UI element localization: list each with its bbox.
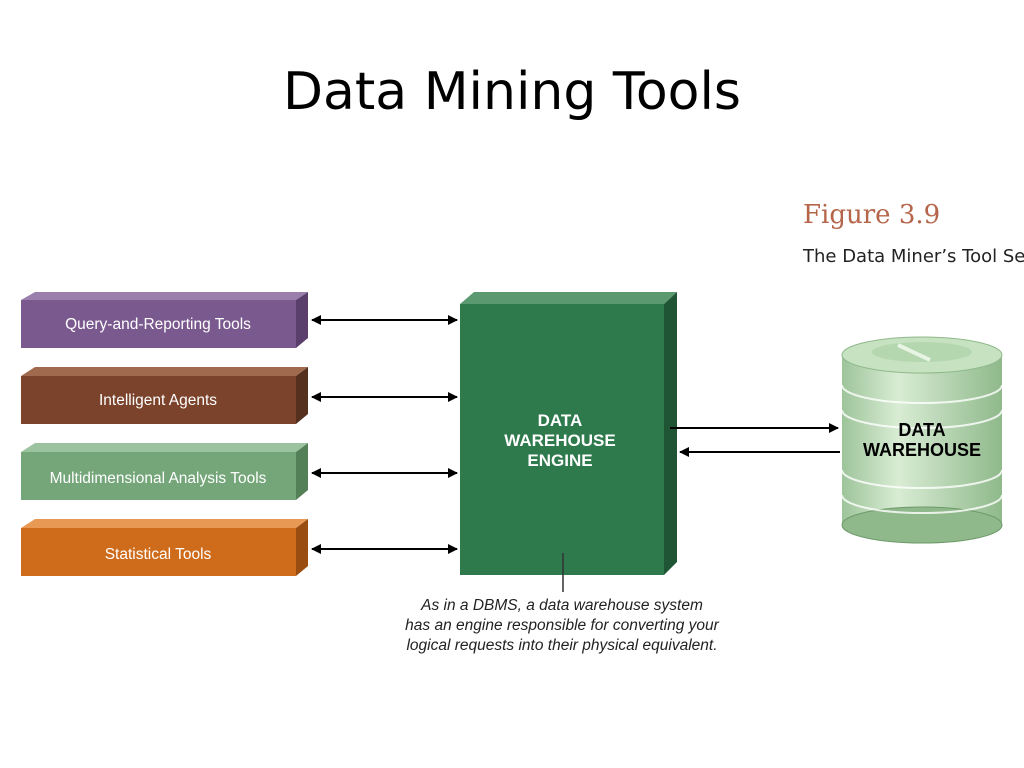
tool-box-face [21, 528, 296, 576]
engine-label-line-3: ENGINE [527, 451, 592, 470]
tool-box-intelligent-agents: Intelligent Agents [21, 367, 308, 424]
tool-label-intelligent-agents: Intelligent Agents [99, 392, 217, 409]
tool-label-query-reporting: Query-and-Reporting Tools [65, 316, 251, 333]
engine-label-line-1: DATA [538, 411, 583, 430]
tool-box-face [21, 300, 296, 348]
note-line-1: As in a DBMS, a data warehouse system [420, 597, 703, 614]
engine-label-line-2: WAREHOUSE [504, 431, 615, 450]
warehouse-label-line-1: DATA [898, 420, 945, 440]
data-warehouse-cylinder: DATA WAREHOUSE [841, 336, 1003, 544]
slide-title: Data Mining Tools [283, 62, 741, 122]
tool-box-query-reporting: Query-and-Reporting Tools [21, 292, 308, 348]
note-line-3: logical requests into their physical equ… [406, 637, 717, 654]
tool-box-statistical: Statistical Tools [21, 519, 308, 576]
tool-label-multidimensional: Multidimensional Analysis Tools [50, 470, 267, 487]
figure-caption: The Data Miner’s Tool Se [803, 246, 1024, 267]
warehouse-label-line-2: WAREHOUSE [863, 440, 981, 460]
warehouse-engine-block: DATA WAREHOUSE ENGINE [460, 292, 677, 575]
tool-box-multidimensional: Multidimensional Analysis Tools [21, 443, 308, 500]
tool-label-statistical: Statistical Tools [105, 546, 212, 563]
tool-box-face [21, 376, 296, 424]
tool-box-face [21, 452, 296, 500]
note-line-2: has an engine responsible for converting… [405, 617, 719, 634]
figure-label: Figure 3.9 [803, 200, 941, 230]
engine-face [460, 304, 664, 575]
